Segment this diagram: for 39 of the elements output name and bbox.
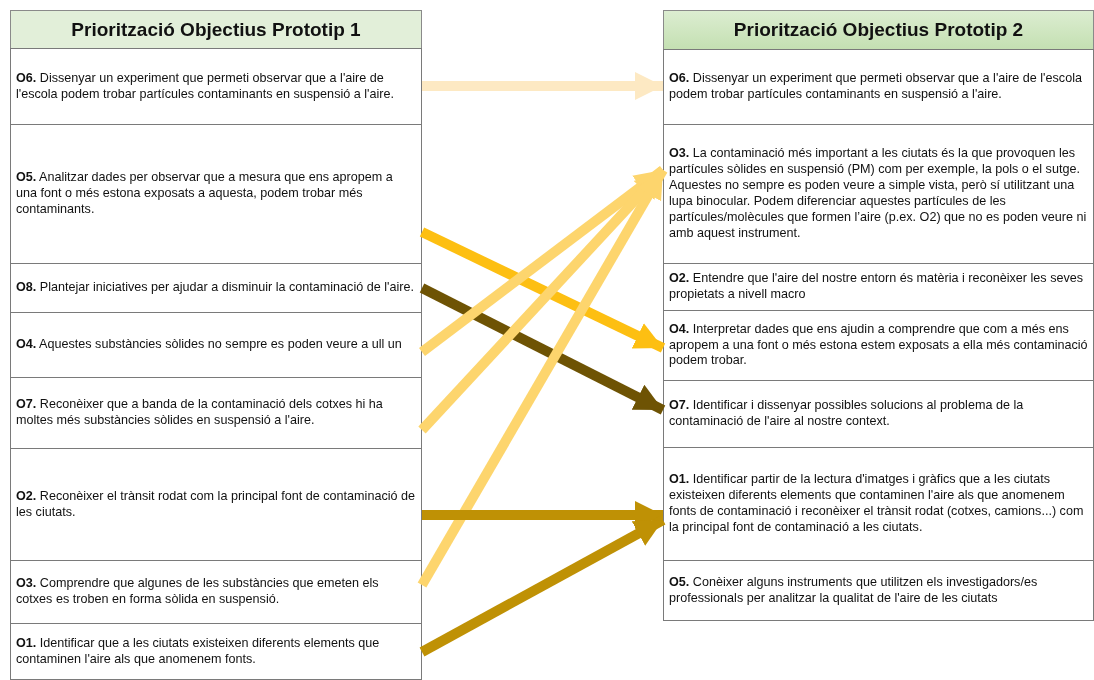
objective-box bbox=[10, 312, 422, 378]
objective-text: O4. Interpretar dades que ens ajudin a comprendre que com a més ens apropem a una font o més estona estem exposats a ella més contaminació podem trobar. bbox=[669, 321, 1088, 370]
objective-text: O2. Reconèixer el trànsit rodat com la principal font de contaminació de les ciutats. bbox=[16, 488, 416, 521]
objective-text: O6. Dissenyar un experiment que permeti observar que a l'aire de l'escola podem trobar partícules contaminants en suspensió a l'aire. bbox=[16, 70, 395, 103]
objective-text: O3. Comprendre que algunes de les substàncies que emeten els cotxes es troben en forma sòlida en suspensió. bbox=[16, 576, 380, 608]
objective-box bbox=[10, 448, 422, 561]
arrow bbox=[419, 227, 666, 353]
arrow bbox=[419, 166, 666, 356]
objective-box bbox=[663, 380, 1094, 448]
objective-text: O8. Plantejar iniciatives per ajudar a disminuir la contaminació de l'aire. bbox=[16, 280, 414, 296]
header-box bbox=[10, 10, 422, 49]
objective-box bbox=[663, 560, 1094, 621]
arrow bbox=[419, 283, 666, 415]
arrow bbox=[417, 167, 668, 588]
objective-text: O5. Analitzar dades per observar que a mesura que ens apropem a una font o més estona exposats a aquesta, podem trobar més contaminants. bbox=[16, 170, 394, 218]
objective-text: O4. Aquestes substàncies sòlides no sempre es poden veure a ull un bbox=[16, 337, 402, 353]
objective-text: O5. Conèixer alguns instruments que utilitzen els investigadors/es professionals per analitzar la qualitat de l'aire de les ciutats bbox=[669, 574, 1039, 607]
objective-text: O7. Identificar i dissenyar possibles solucions al problema de la contaminació de l'aire al nostre context. bbox=[669, 398, 1025, 430]
objective-box bbox=[10, 124, 422, 264]
objective-text: O3. La contaminació més important a les ciutats és la que provoquen les partícules sòlides en suspensió (PM) com per exemple, la pols o el sutge. Aquestes no sempre es poden veure a simple vista, però sí utilitzant una lupa binocular. Podem diferenciar aquestes partícules de les partícules/molècules que formen l’aire (p.ex. O2) que no es poden veure ni amb aquest instrument. bbox=[669, 146, 1088, 242]
objective-box bbox=[663, 49, 1094, 125]
column-title: Priorització Objectius Prototip 1 bbox=[71, 18, 361, 41]
objective-box bbox=[663, 124, 1094, 264]
objective-text: O1. Identificar que a les ciutats existeixen diferents elements que contaminen l'aire als que anomenem fonts. bbox=[16, 635, 381, 668]
objective-box bbox=[10, 623, 422, 680]
objective-box bbox=[663, 447, 1094, 561]
column-title: Priorització Objectius Prototip 2 bbox=[733, 19, 1024, 41]
objective-box bbox=[10, 377, 422, 449]
header-box bbox=[663, 10, 1094, 50]
objective-text: O6. Dissenyar un experiment que permeti observar que a l'aire de l'escola podem trobar partícules contaminants en suspensió a l'aire. bbox=[669, 71, 1083, 103]
objective-box bbox=[10, 48, 422, 125]
objective-box bbox=[10, 263, 422, 313]
objective-text: O7. Reconèixer que a banda de la contaminació dels cotxes hi ha moltes més substàncies sòlides en suspensió a l'aire. bbox=[16, 397, 384, 429]
objective-text: O2. Entendre que l'aire del nostre entorn és matèria i reconèixer les seves propietats a nivell macro bbox=[669, 271, 1085, 303]
objective-box bbox=[10, 560, 422, 624]
arrow bbox=[422, 72, 663, 100]
objective-box bbox=[663, 263, 1094, 311]
objective-box bbox=[663, 310, 1094, 381]
objective-text: O1. Identificar partir de la lectura d'imatges i gràfics que a les ciutats existeixen diferents elements que contaminen l'aire als que anomenem fonts de contaminació i reconèixer el trànsit rodat (cotxes, camions...) com la principal font de contaminació a les ciutats. bbox=[669, 472, 1085, 536]
